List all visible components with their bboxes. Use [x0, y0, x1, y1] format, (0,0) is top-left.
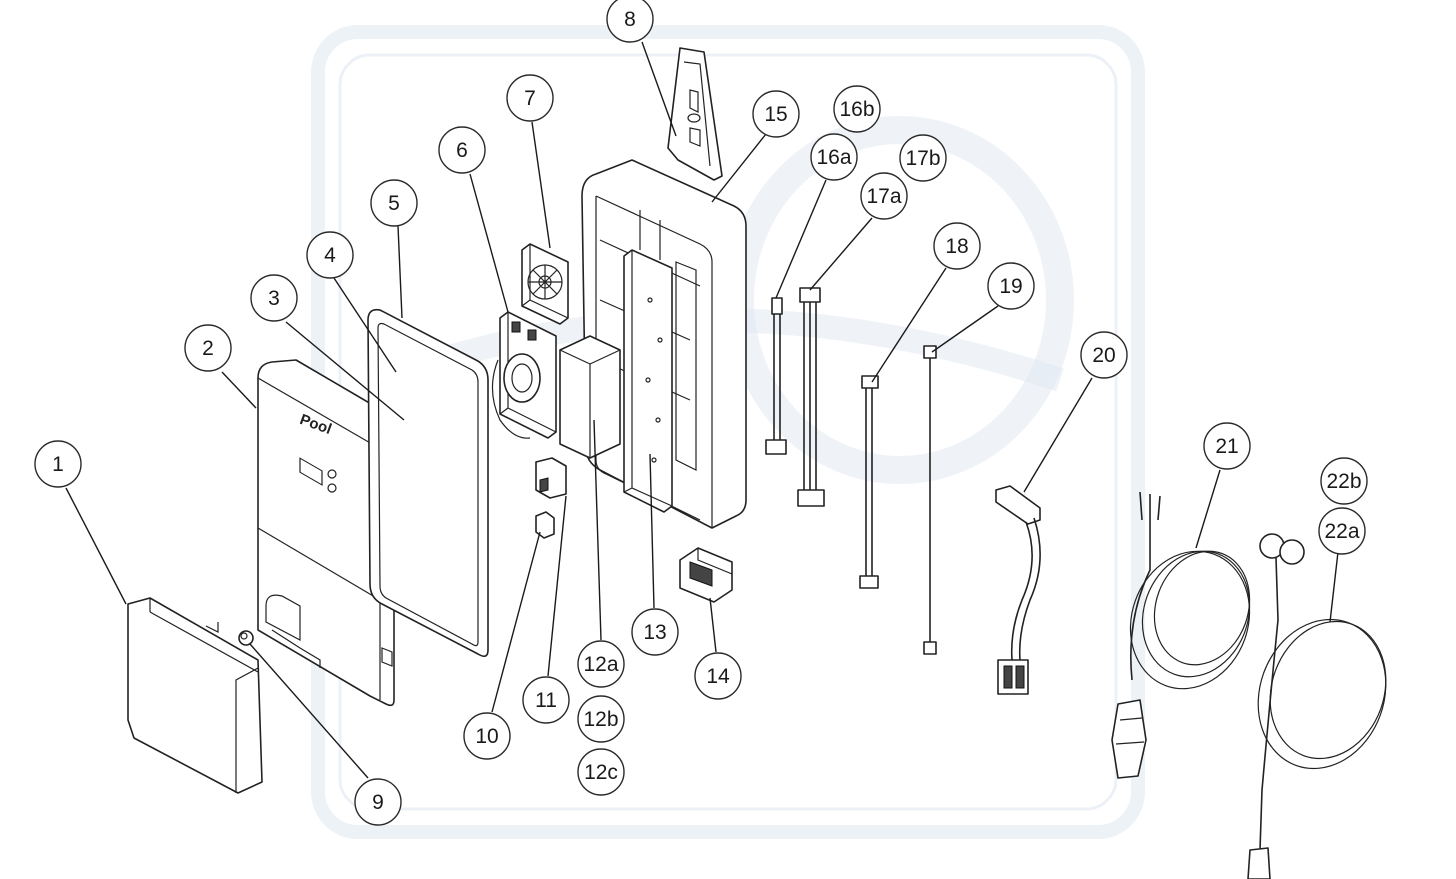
callout-18: 18 — [933, 222, 981, 270]
callout-7: 7 — [506, 74, 554, 122]
svg-text:21: 21 — [1215, 435, 1238, 458]
callout-17a: 17a — [860, 172, 908, 220]
part-22-sensor-cable — [1247, 533, 1387, 879]
callout-22b: 22b — [1320, 457, 1368, 505]
svg-text:16b: 16b — [839, 98, 874, 121]
svg-text:15: 15 — [764, 103, 787, 126]
callout-12a: 12a — [577, 640, 625, 688]
callout-17b: 17b — [899, 134, 947, 182]
svg-text:12b: 12b — [583, 708, 618, 731]
svg-text:12a: 12a — [583, 653, 618, 676]
svg-text:18: 18 — [945, 235, 968, 258]
part-17-harness — [797, 287, 825, 507]
part-7-fan — [521, 243, 569, 325]
callout-16b: 16b — [833, 85, 881, 133]
part-19-cable — [923, 345, 937, 655]
callout-22a: 22a — [1318, 507, 1366, 555]
callout-1: 1 — [34, 440, 82, 488]
callout-12c: 12c — [577, 748, 625, 796]
callout-5: 5 — [370, 179, 418, 227]
part-10-clip — [535, 511, 555, 539]
svg-text:14: 14 — [706, 665, 730, 688]
svg-text:13: 13 — [643, 621, 666, 644]
callout-10: 10 — [463, 712, 511, 760]
part-13-main-pcb — [623, 249, 673, 513]
svg-text:4: 4 — [324, 244, 336, 267]
svg-text:6: 6 — [456, 139, 468, 162]
svg-text:11: 11 — [535, 689, 557, 712]
callout-20: 20 — [1080, 331, 1128, 379]
svg-text:7: 7 — [524, 87, 536, 110]
callout-2: 2 — [184, 324, 232, 372]
svg-text:20: 20 — [1092, 344, 1115, 367]
svg-text:3: 3 — [268, 287, 280, 310]
part-14-switch — [679, 547, 733, 603]
part-1-cover — [127, 597, 263, 794]
svg-text:10: 10 — [475, 725, 498, 748]
callout-6: 6 — [438, 126, 486, 174]
callout-14: 14 — [694, 652, 742, 700]
callout-21: 21 — [1203, 422, 1251, 470]
part-21-power-cord — [1111, 491, 1251, 779]
callout-19: 19 — [987, 262, 1035, 310]
svg-text:22a: 22a — [1324, 520, 1359, 543]
svg-text:12c: 12c — [584, 761, 618, 784]
part-12-relay-box — [559, 335, 621, 459]
callout-12b: 12b — [577, 695, 625, 743]
part-5-gasket — [367, 308, 489, 658]
svg-text:17a: 17a — [866, 185, 901, 208]
svg-text:19: 19 — [999, 275, 1022, 298]
part-20-connector-cable — [995, 485, 1041, 695]
part-9-knob — [238, 630, 254, 646]
callout-4: 4 — [306, 231, 354, 279]
callout-13: 13 — [631, 608, 679, 656]
part-8-bracket — [667, 47, 723, 181]
svg-text:9: 9 — [372, 791, 384, 814]
callout-16a: 16a — [810, 133, 858, 181]
svg-text:5: 5 — [388, 192, 400, 215]
part-16-harness — [765, 297, 787, 455]
leader-lines — [65, 41, 1339, 779]
svg-text:22b: 22b — [1326, 470, 1361, 493]
svg-text:16a: 16a — [816, 146, 851, 169]
callout-11: 11 — [522, 676, 570, 724]
callout-8: 8 — [606, 0, 654, 43]
svg-text:8: 8 — [624, 8, 636, 31]
svg-text:17b: 17b — [905, 147, 940, 170]
part-11-connector-plate — [535, 457, 567, 499]
svg-text:1: 1 — [52, 453, 64, 476]
part-6-power-module — [491, 311, 557, 439]
svg-text:2: 2 — [202, 337, 214, 360]
callout-15: 15 — [752, 90, 800, 138]
callout-3: 3 — [250, 274, 298, 322]
callout-9: 9 — [354, 778, 402, 826]
